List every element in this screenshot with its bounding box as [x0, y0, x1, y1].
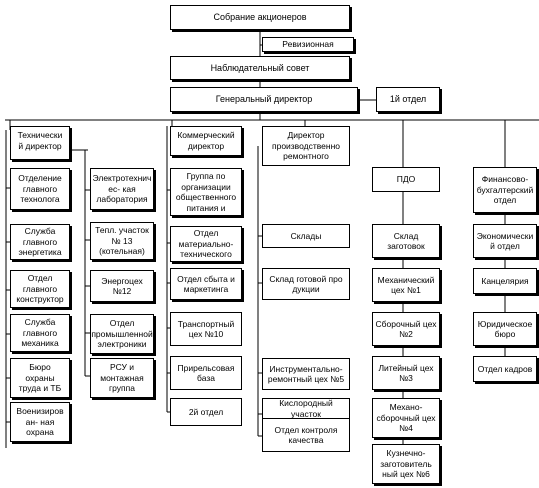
economic-department-box: Экономически й отдел — [473, 224, 537, 258]
chief-technologist-box: Отделение главного технолога — [10, 168, 70, 210]
finance-accounting-box: Финансово- бухгалтерский отдел — [473, 167, 537, 213]
col1-item-label: Служба главного энергетика — [18, 226, 62, 258]
col2-item-label: Энергоцех №12 — [101, 275, 143, 297]
col5-item-label: Кузнечно- заготовитель ный цех №6 — [380, 448, 432, 480]
supply-department-box: Отдел материально- технического — [170, 226, 242, 262]
col4-item-label: Директор производственно ремонтного — [271, 130, 341, 161]
col1-item-label: Военизиров ан- ная охрана — [16, 406, 64, 438]
audit-commission-label: Ревизионная — [282, 39, 334, 50]
col4-item-label: Склад готовой про дукции — [269, 273, 343, 295]
industrial-electronics-box: Отдел промышленной электроники — [90, 314, 154, 354]
col3-item-label: Коммерческий директор — [177, 130, 235, 151]
sales-marketing-box: Отдел сбыта и маркетинга — [170, 268, 242, 300]
col3-item-label: Отдел материально- технического — [178, 228, 234, 260]
blanks-warehouse-box: Склад заготовок — [372, 224, 440, 258]
col1-item-label: Отделение главного технолога — [18, 173, 62, 205]
col6-item-label: Экономически й отдел — [476, 230, 534, 252]
first-department-box: 1й отдел — [376, 87, 440, 112]
col5-item-label: Склад заготовок — [387, 230, 425, 252]
col2-item-label: Отдел промышленной электроники — [91, 318, 153, 350]
foundry-shop-box: Литейный цех №3 — [372, 356, 440, 390]
electrotech-lab-box: Электротехнич ес- кая лаборатория — [90, 168, 154, 210]
col2-item-label: Тепл. участок № 13 (котельная) — [95, 225, 149, 257]
legal-bureau-box: Юридическое бюро — [473, 312, 537, 346]
forging-shop-box: Кузнечно- заготовитель ный цех №6 — [372, 444, 440, 484]
col1-item-label: Отдел главного конструктор — [16, 273, 64, 305]
quality-control-box: Отдел контроля качества — [262, 418, 350, 452]
col5-item-label: Литейный цех №3 — [378, 362, 434, 384]
col6-item-label: Финансово- бухгалтерский отдел — [476, 174, 534, 206]
col4-item-label: Отдел контроля качества — [274, 424, 338, 446]
col3-item-label: Прирельсовая база — [177, 362, 235, 384]
production-director-box: Директор производственно ремонтного — [262, 126, 350, 166]
col6-item-label: Юридическое бюро — [477, 318, 533, 340]
audit-commission-box: Ревизионная — [262, 37, 354, 52]
col4-item-label: Инструментально- ремонтный цех №5 — [267, 363, 345, 385]
chancellery-box: Канцелярия — [473, 268, 537, 294]
pdo-box: ПДО — [372, 167, 440, 192]
security-guard-box: Военизиров ан- ная охрана — [10, 402, 70, 442]
commercial-director-box: Коммерческий директор — [170, 126, 242, 156]
col5-item-label: Механо- сборочный цех №4 — [376, 402, 436, 434]
mechanical-shop-box: Механический цех №1 — [372, 268, 440, 302]
col3-item-label: 2й отдел — [188, 406, 224, 417]
warehouses-box: Склады — [262, 224, 350, 248]
col5-item-label: ПДО — [396, 174, 416, 185]
col2-item-label: Электротехнич ес- кая лаборатория — [92, 173, 152, 205]
col6-item-label: Отдел кадров — [477, 363, 533, 374]
first-department-label: 1й отдел — [389, 94, 427, 105]
chief-designer-box: Отдел главного конструктор — [10, 270, 70, 308]
chief-energy-box: Служба главного энергетика — [10, 224, 70, 260]
ceo-box: Генеральный директор — [170, 87, 358, 112]
shareholders-label: Собрание акционеров — [213, 12, 307, 23]
supervisory-board-box: Наблюдательный совет — [170, 56, 350, 80]
rail-base-box: Прирельсовая база — [170, 356, 242, 390]
col5-item-label: Механический цех №1 — [377, 274, 435, 296]
transport-shop-box: Транспортный цех №10 — [170, 312, 242, 346]
tool-repair-shop-box: Инструментально- ремонтный цех №5 — [262, 358, 350, 390]
shareholders-box: Собрание акционеров — [170, 5, 350, 30]
energy-shop-box: Энергоцех №12 — [90, 270, 154, 302]
col2-item-label: РСУ и монтажная группа — [100, 362, 144, 394]
supervisory-board-label: Наблюдательный совет — [210, 62, 310, 73]
mech-assembly-shop-box: Механо- сборочный цех №4 — [372, 398, 440, 438]
catering-group-box: Группа по организации общественного пита… — [170, 168, 242, 216]
col4-item-label: Склады — [290, 230, 322, 241]
technical-director-box: Технически й директор — [10, 126, 70, 160]
ceo-label: Генеральный директор — [215, 94, 313, 105]
chief-mechanic-box: Служба главного механика — [10, 314, 70, 352]
finished-goods-warehouse-box: Склад готовой про дукции — [262, 268, 350, 300]
heat-section-box: Тепл. участок № 13 (котельная) — [90, 222, 154, 260]
col3-item-label: Транспортный цех №10 — [177, 318, 235, 340]
col3-item-label: Отдел сбыта и маркетинга — [177, 273, 235, 295]
rsu-installation-box: РСУ и монтажная группа — [90, 358, 154, 398]
col1-item-label: Технически й директор — [17, 130, 63, 151]
hr-department-box: Отдел кадров — [473, 356, 537, 382]
col3-item-label: Группа по организации общественного пита… — [175, 171, 237, 213]
assembly-shop-box: Сборочный цех №2 — [372, 312, 440, 346]
second-department-box: 2й отдел — [170, 398, 242, 426]
col5-item-label: Сборочный цех №2 — [375, 318, 437, 340]
col1-item-label: Служба главного механика — [21, 317, 59, 349]
labor-safety-box: Бюро охраны труда и ТБ — [10, 358, 70, 398]
col1-item-label: Бюро охраны труда и ТБ — [18, 362, 62, 394]
col6-item-label: Канцелярия — [481, 275, 529, 286]
